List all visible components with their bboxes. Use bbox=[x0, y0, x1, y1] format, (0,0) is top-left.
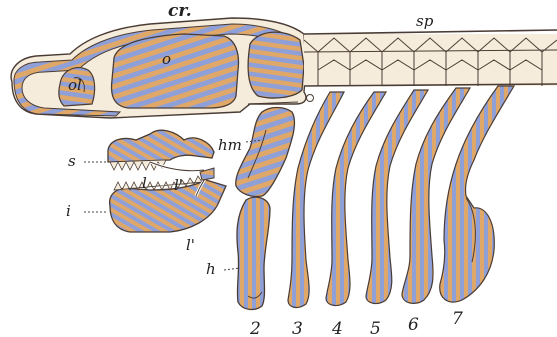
label-arch-5: 5 bbox=[370, 319, 381, 337]
label-l: l bbox=[142, 174, 147, 192]
upper-jaw bbox=[108, 130, 214, 170]
hyomandibular bbox=[236, 108, 295, 197]
label-o: o bbox=[162, 50, 171, 68]
auditory-capsule bbox=[248, 32, 304, 98]
label-h: h bbox=[206, 260, 216, 278]
label-hm: hm bbox=[218, 136, 242, 154]
label-arch-6: 6 bbox=[408, 315, 419, 335]
hyoid bbox=[237, 197, 270, 309]
label-arch-7: 7 bbox=[452, 309, 463, 329]
label-ol: ol bbox=[68, 76, 82, 94]
label-i: i bbox=[66, 202, 71, 220]
lower-jaw bbox=[110, 176, 226, 232]
label-l-prime-upper: l' bbox=[174, 176, 183, 194]
label-arch-2: 2 bbox=[249, 319, 261, 337]
label-s: s bbox=[68, 152, 76, 170]
label-sp: sp bbox=[416, 12, 434, 30]
cranium bbox=[11, 18, 313, 118]
cranial-box-o bbox=[112, 34, 239, 108]
label-l-prime-lower: l' bbox=[186, 236, 195, 254]
vertebral-column bbox=[304, 30, 557, 86]
label-arch-3: 3 bbox=[292, 319, 303, 337]
label-arch-4: 4 bbox=[331, 319, 343, 337]
label-cr: cr. bbox=[168, 1, 192, 21]
